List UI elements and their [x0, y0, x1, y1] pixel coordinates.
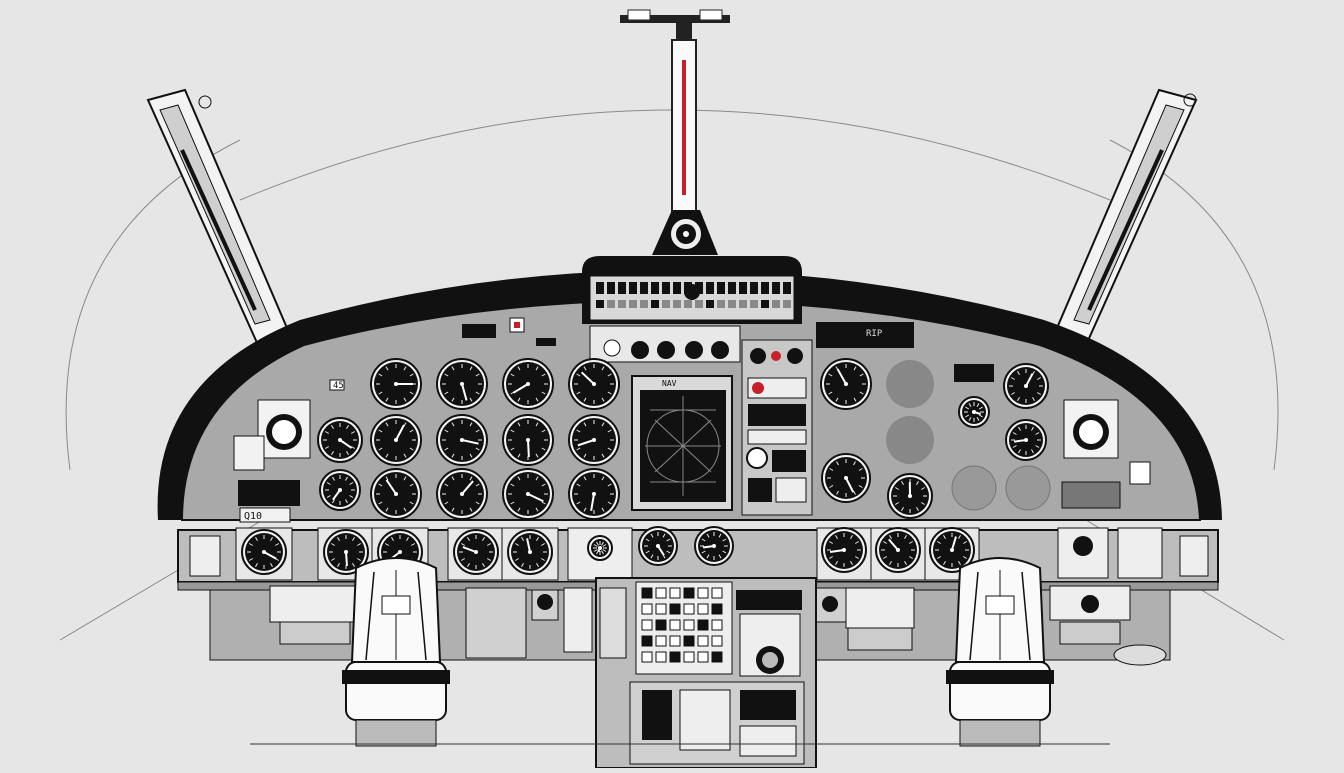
left-yoke	[342, 558, 450, 746]
left-tag: 45	[333, 381, 344, 391]
lower-gauge-left	[454, 530, 498, 574]
left-gauge	[371, 359, 421, 409]
lower-gauge-right	[822, 528, 866, 572]
left-gauge	[437, 469, 487, 519]
right-yoke	[946, 558, 1054, 746]
upper-right-tag: RIP	[866, 329, 883, 339]
mfd-header: NAV	[662, 379, 677, 388]
left-small-display: Q10	[244, 511, 262, 522]
top-radio-stack	[582, 256, 802, 324]
right-gauge	[1006, 420, 1046, 460]
left-extra-gauge	[318, 418, 362, 462]
center-right-controls	[742, 340, 812, 515]
lower-gauge-left	[508, 530, 552, 574]
right-gauge	[822, 454, 870, 502]
right-strut	[1054, 90, 1196, 345]
left-gauge	[371, 469, 421, 519]
center-post	[620, 10, 730, 255]
right-gauge	[821, 359, 871, 409]
left-gauge	[503, 415, 553, 465]
right-gauge	[1004, 364, 1048, 408]
lower-gauge-left	[242, 530, 286, 574]
annunciator-strip	[590, 326, 740, 362]
lower-gauge-right	[876, 528, 920, 572]
left-strut	[148, 90, 290, 345]
lower-gauge-center	[695, 527, 733, 565]
left-gauge	[503, 469, 553, 519]
left-gauge	[371, 415, 421, 465]
left-gauge	[437, 359, 487, 409]
left-gauge	[569, 415, 619, 465]
center-console	[596, 578, 816, 768]
lower-gauge-center	[639, 527, 677, 565]
lower-small-gauge	[588, 536, 612, 560]
right-gauge	[959, 397, 989, 427]
left-gauge	[569, 469, 619, 519]
left-gauge	[437, 415, 487, 465]
left-gauge	[503, 359, 553, 409]
left-extra-gauge	[320, 470, 360, 510]
red-stripe	[682, 60, 686, 195]
right-gauge	[888, 474, 932, 518]
center-mfd: NAV	[632, 376, 732, 510]
left-gauge	[569, 359, 619, 409]
